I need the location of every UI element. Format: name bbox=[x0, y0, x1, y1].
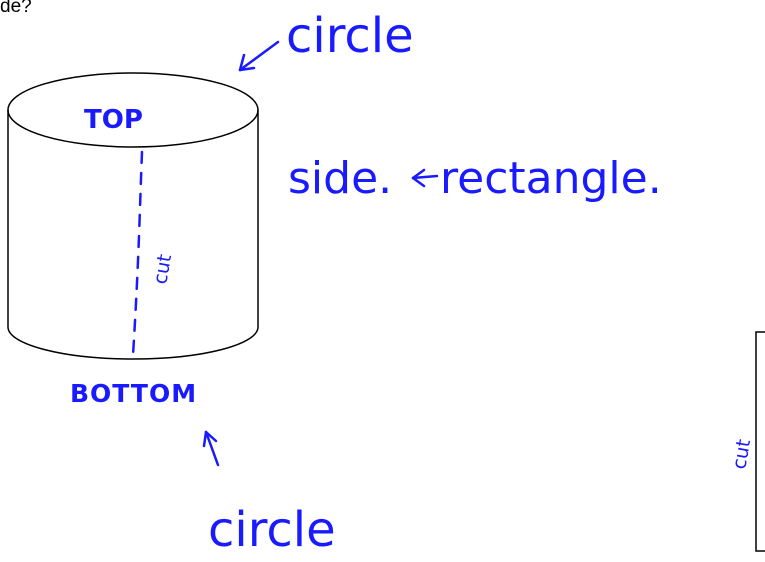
top-circle-label: circle bbox=[286, 8, 414, 64]
side-label: side. bbox=[288, 153, 392, 204]
cylinder bbox=[7, 72, 259, 360]
bottom-arrow bbox=[202, 430, 220, 467]
bottom-label: BOTTOM bbox=[70, 379, 197, 408]
top-arrow bbox=[238, 40, 280, 72]
net-rectangle-edge bbox=[755, 331, 765, 552]
side-arrow bbox=[411, 168, 439, 188]
question-fragment-text: de? bbox=[0, 0, 32, 17]
cut-line bbox=[131, 150, 144, 357]
cylinder-bottom-arc bbox=[7, 326, 259, 360]
rectangle-label: rectangle. bbox=[440, 153, 662, 204]
net-cut-label: cut bbox=[728, 438, 755, 471]
bottom-circle-label: circle bbox=[208, 502, 336, 558]
cylinder-cut-label: cut bbox=[149, 253, 176, 286]
top-label: TOP bbox=[84, 105, 143, 135]
